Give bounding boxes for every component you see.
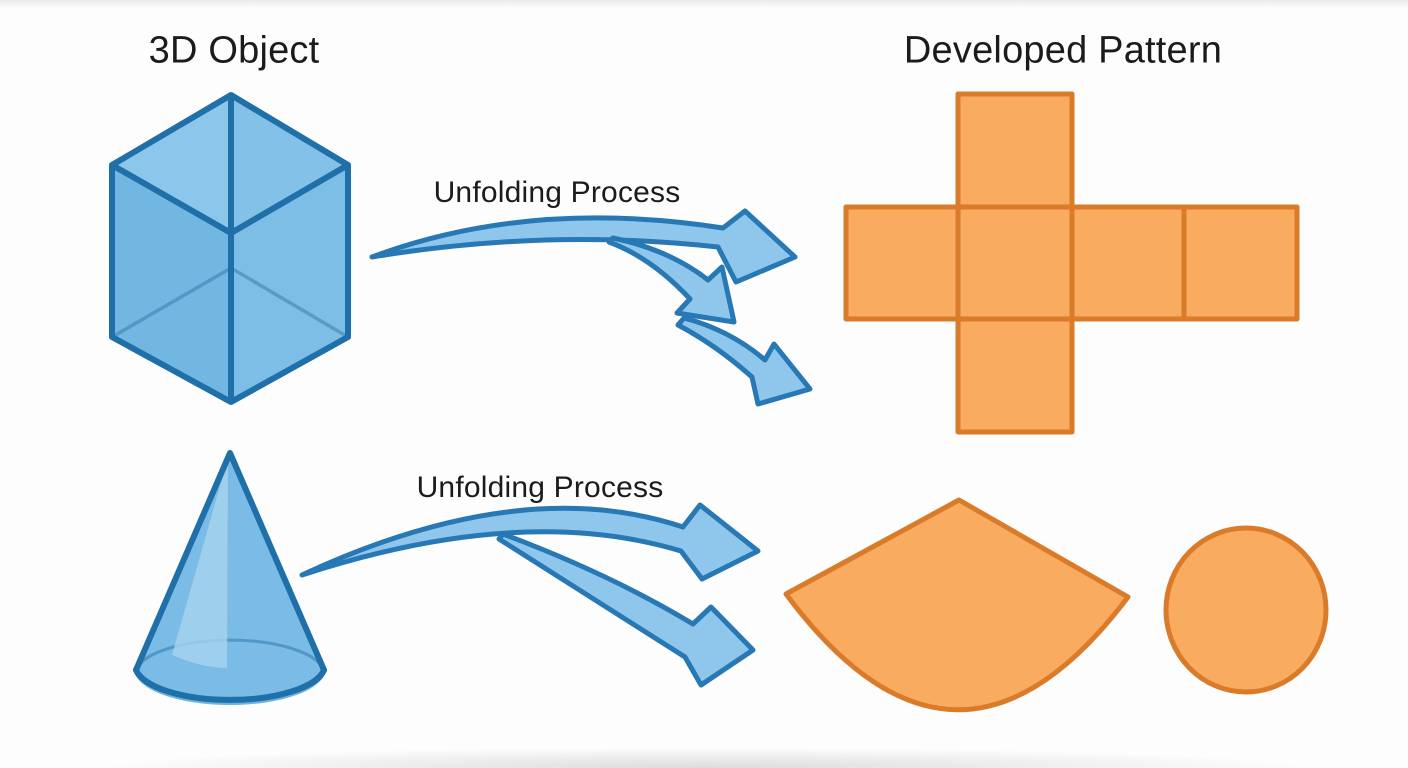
cone-back-rim [134, 638, 326, 672]
cone-front-rim [133, 667, 327, 703]
net-square-bottom [955, 316, 1075, 435]
cone-net-sector [783, 497, 1131, 713]
cube-3d-object [109, 92, 351, 405]
cube-net-pattern [843, 91, 1300, 435]
column-title-developed-pattern: Developed Pattern [903, 29, 1223, 72]
column-title-3d-object: 3D Object [148, 29, 320, 72]
unfolding-arrow-bottom-2 [496, 531, 756, 688]
unfolding-arrow-top-1 [369, 208, 798, 285]
net-square-row-3 [1069, 204, 1187, 322]
cube-top-right-face [231, 95, 348, 233]
cone-net-circle [1163, 525, 1329, 695]
net-square-row-1 [843, 204, 961, 322]
cube-top-left-face [112, 95, 231, 233]
unfolding-process-label-top: Unfolding Process [433, 176, 681, 209]
net-square-top [955, 91, 1075, 210]
cone-side-edges [133, 450, 327, 673]
net-square-row-4 [1181, 204, 1300, 322]
cone-net-pattern [783, 497, 1329, 713]
top-edge-smudge [0, 0, 1408, 8]
cube-right-face [231, 165, 348, 402]
unfolding-arrows-bottom [299, 502, 761, 688]
unfolding-arrows-top [369, 208, 813, 407]
cube-edges [109, 92, 351, 405]
cube-left-face [112, 165, 231, 402]
cone-highlight [172, 458, 228, 668]
unfolding-arrow-top-3 [675, 315, 813, 407]
unfolding-process-label-bottom: Unfolding Process [416, 471, 664, 504]
bottom-edge-smudge [0, 744, 1408, 768]
cone-3d-object [133, 450, 327, 705]
unfolding-arrow-bottom-1 [299, 502, 761, 582]
cone-body [136, 453, 324, 700]
net-square-row-2 [955, 204, 1075, 322]
unfolding-arrow-top-2 [606, 235, 737, 325]
